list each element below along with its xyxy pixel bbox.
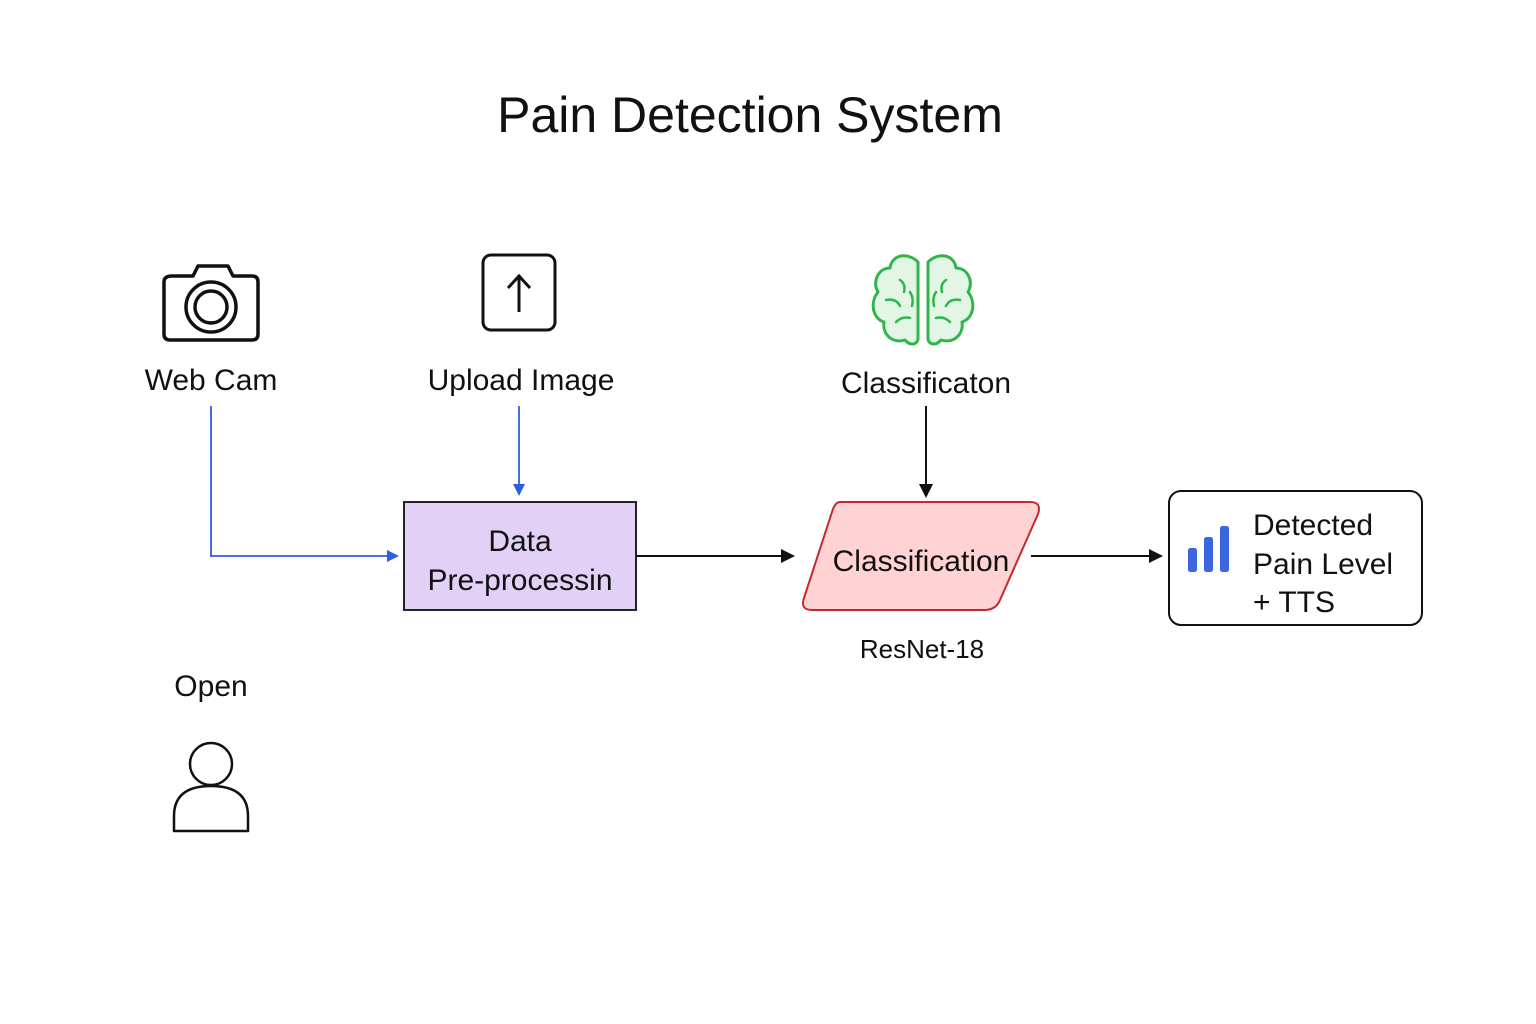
webcam-to-preprocessing-arrow [210,406,399,562]
open-label: Open [174,670,247,703]
upload-image-label: Upload Image [428,364,615,397]
camera-icon [162,264,260,342]
preprocessing-label-line2: Pre-processin [427,564,612,597]
classifier-shape [802,501,1040,611]
model-name-label: ResNet-18 [860,634,984,664]
bar-chart-icon [1188,526,1229,572]
person-icon [172,741,250,833]
output-label-line1: Detected [1253,509,1373,542]
output-box [1168,490,1423,626]
upload-icon [481,253,557,332]
brain-icon [871,254,975,346]
classifier-label: Classification [833,545,1010,578]
output-label-line3: + TTS [1253,586,1335,619]
preprocessing-box [403,501,637,611]
classification-source-label: Classificaton [841,367,1011,400]
webcam-label: Web Cam [145,364,278,397]
diagram-title: Pain Detection System [497,87,1003,143]
preprocessing-label-line1: Data [488,525,552,558]
output-label-line2: Pain Level [1253,548,1393,581]
